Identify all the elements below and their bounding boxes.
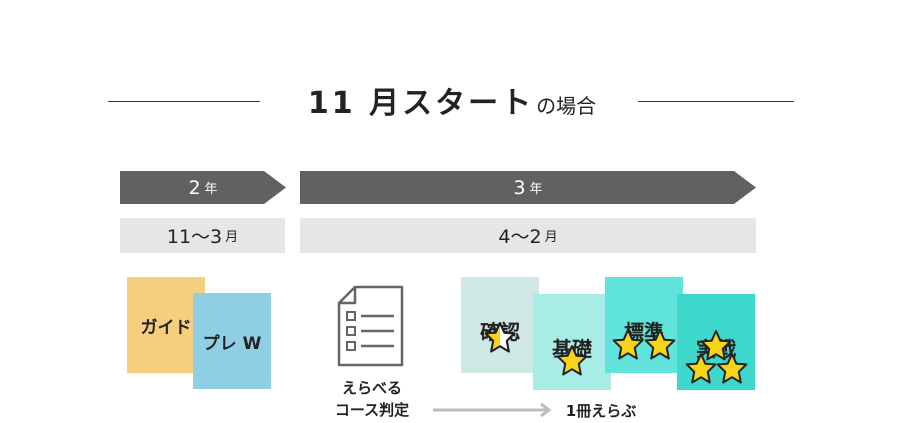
period-2-unit: 月 — [544, 230, 558, 245]
arrow-right-icon — [433, 402, 552, 418]
pre-w-label: プレ W — [202, 333, 262, 354]
title-rule-left — [108, 101, 260, 102]
title-suffix: の場合 — [536, 94, 597, 118]
hyojun-card: 標準 — [605, 277, 683, 373]
kakunin-card: 確認 — [461, 277, 539, 373]
period-2-range: 4〜2 — [498, 226, 542, 248]
guide-card: ガイド — [127, 277, 205, 373]
period-1-unit: 月 — [225, 230, 239, 245]
kiso-card: 基礎 — [533, 294, 611, 390]
year-2-number: 2 — [188, 176, 201, 199]
choose-one-caption: 1冊えらぶ — [565, 402, 637, 420]
year-3-unit: 年 — [529, 182, 543, 197]
title-main: 11 月スタート — [307, 86, 535, 121]
course-caption-line2: コース判定 — [334, 401, 410, 419]
hyojun-label: 標準 — [624, 319, 664, 344]
year-2-unit: 年 — [204, 182, 218, 197]
pre-w-card: プレ W — [193, 293, 271, 389]
kakunin-label: 確認 — [480, 319, 520, 344]
period-1-range: 11〜3 — [166, 226, 223, 248]
document-checklist-icon — [337, 285, 404, 367]
kiso-label: 基礎 — [552, 336, 592, 361]
year-3-number: 3 — [513, 176, 526, 199]
course-caption-line1: えらべる — [341, 379, 402, 397]
page-title: 11 月スタートの場合 — [0, 78, 904, 122]
title-rule-right — [638, 101, 794, 102]
jissen-label: 実戦 — [696, 336, 736, 361]
guide-label: ガイド — [140, 317, 192, 338]
jissen-card: 実戦 — [677, 294, 755, 390]
course-caption: えらべる コース判定 — [318, 377, 426, 421]
